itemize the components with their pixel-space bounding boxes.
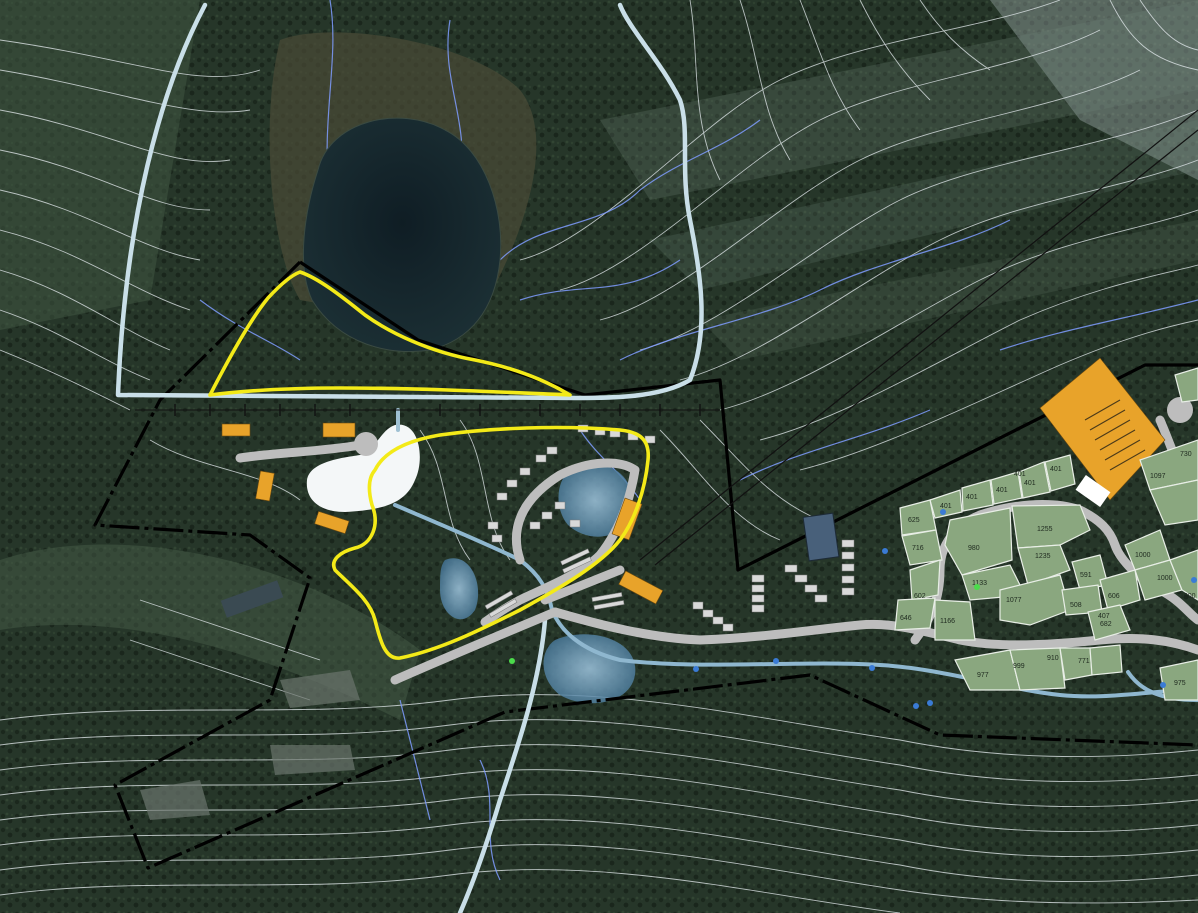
plot-label: 646 [900, 615, 912, 622]
plot-label: 771 [1078, 658, 1090, 665]
plot-label: 1097 [1150, 473, 1166, 480]
plot-label: 1255 [1037, 526, 1053, 533]
blue-point [869, 665, 875, 671]
fence-ticks [135, 404, 720, 416]
blue-point [693, 666, 699, 672]
plot-label: 1133 [972, 580, 987, 587]
building-grey [220, 580, 284, 618]
plot-label: 401 [996, 487, 1008, 494]
plot-label: 682 [1100, 621, 1112, 628]
plot-label: 508 [1070, 602, 1082, 609]
plot-label: 407 [1098, 613, 1110, 620]
planning-boundary [93, 260, 1198, 870]
plot-label: 1166 [940, 618, 955, 625]
blue-point [882, 548, 888, 554]
cabins [484, 424, 855, 632]
plot-label: 980 [968, 545, 980, 552]
blue-point [940, 509, 946, 515]
plot-label: 716 [912, 545, 924, 552]
ski-slope-area [306, 424, 420, 512]
plot-label: 401 [1024, 480, 1036, 487]
plot-label: 1235 [1035, 553, 1051, 560]
turning-circle [354, 432, 378, 456]
plot-label: 1000 [1157, 575, 1173, 582]
blue-point [773, 658, 779, 664]
point-markers [509, 509, 1197, 709]
ponds [440, 464, 636, 704]
green-point [974, 584, 980, 590]
service-buildings [221, 357, 1166, 605]
parking-stripes [1084, 399, 1146, 471]
plots [894, 367, 1198, 701]
plot-label: 1077 [1006, 597, 1022, 604]
blue-point [913, 703, 919, 709]
blue-point [1191, 577, 1197, 583]
highlight-area-north [208, 270, 572, 397]
road-south [457, 617, 548, 913]
highlight-areas [208, 270, 650, 660]
plot-label: 401 [966, 494, 978, 501]
plot-label: 401 [940, 503, 952, 510]
turning-circle [1167, 397, 1193, 423]
plot-label: 977 [977, 672, 989, 679]
plot-label: 730 [1180, 451, 1192, 458]
plot-label: 625 [908, 517, 920, 524]
plot-label: 591 [1080, 572, 1092, 579]
lift-station [802, 512, 840, 562]
plot-label: 975 [1174, 680, 1186, 687]
green-point [509, 658, 515, 664]
streams [199, 0, 1198, 881]
road-north-loop [115, 2, 704, 401]
lake [303, 117, 502, 353]
blue-point [1160, 682, 1166, 688]
white-building [1075, 475, 1111, 507]
plot-label: 999 [1013, 663, 1025, 670]
power-line [639, 109, 1198, 566]
plot-label: 606 [1108, 593, 1120, 600]
highlight-area-south [332, 425, 650, 660]
plot-label: 1000 [1135, 552, 1151, 559]
plot-label: 401 [1014, 471, 1026, 478]
blue-point [927, 700, 933, 706]
plot-label: 910 [1047, 655, 1059, 662]
plot-labels: 401 401 401 401 401 401 625 716 980 1255… [900, 451, 1196, 687]
parking-lots [140, 670, 360, 820]
plot-label: 1000 [1180, 593, 1196, 600]
plot-label: 401 [1050, 466, 1062, 473]
plot-label: 602 [914, 593, 926, 600]
